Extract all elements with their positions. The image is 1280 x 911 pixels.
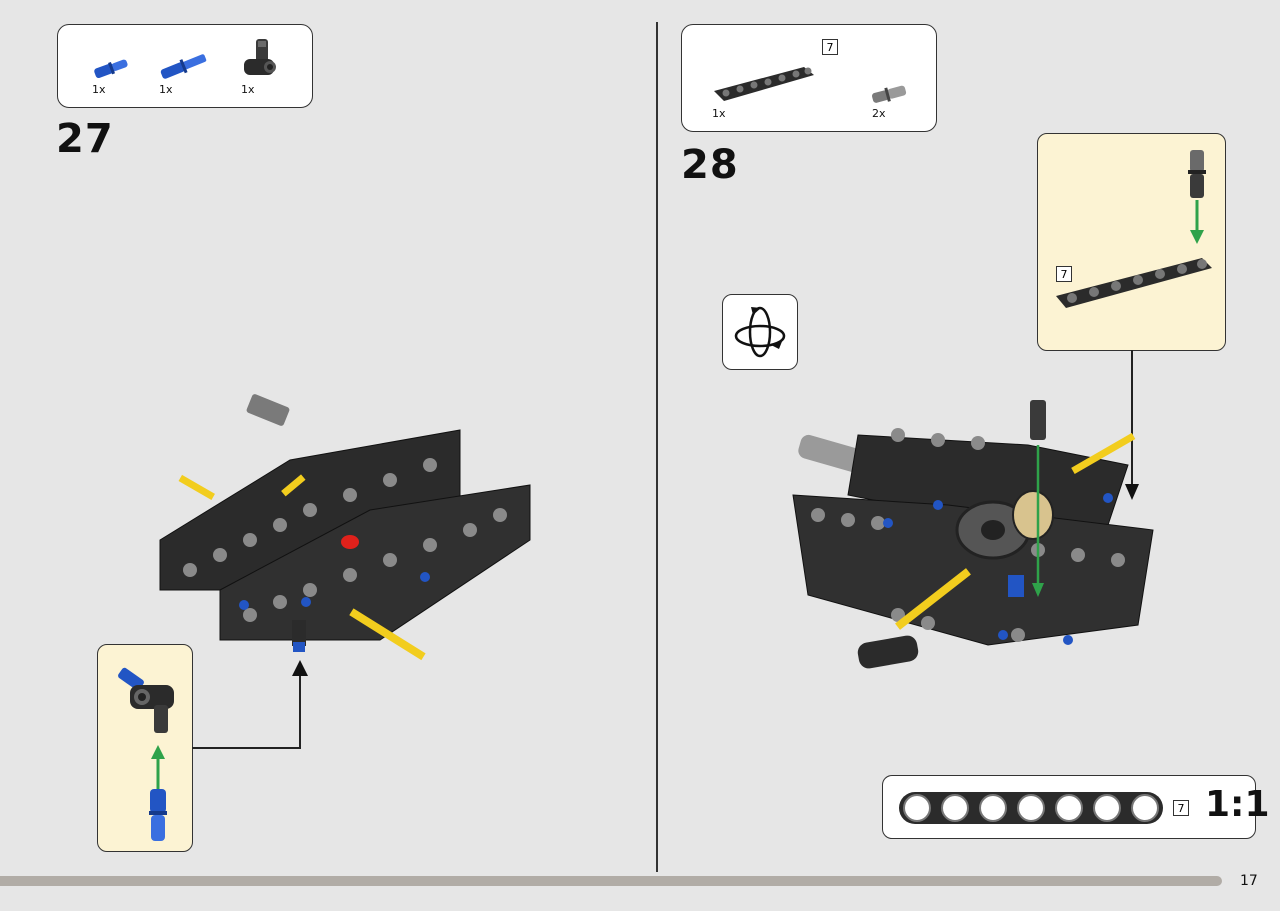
- grey-connector-icon: [1188, 150, 1206, 198]
- angle-connector-icon: [118, 667, 174, 733]
- part-qty: 1x: [92, 83, 106, 96]
- step-number-27: 27: [56, 116, 114, 162]
- callout-pointer-arrow: [1125, 350, 1139, 500]
- blue-axle-pin-icon: [160, 54, 207, 79]
- callout-length-badge: 7: [1056, 266, 1072, 282]
- rotate-icon: [734, 306, 786, 358]
- step-28-model-illustration: [792, 400, 1154, 669]
- scale-label: 1:1: [1205, 784, 1270, 825]
- part-qty: 1x: [241, 83, 255, 96]
- part-qty: 1x: [159, 83, 173, 96]
- page-divider: [656, 22, 658, 872]
- step-number-28: 28: [681, 142, 739, 188]
- part-qty: 1x: [712, 107, 726, 120]
- green-arrow-icon: [151, 745, 165, 795]
- blue-pin-icon: [149, 789, 167, 841]
- angle-connector-icon: [244, 39, 276, 75]
- beam-7-1-to-1-icon: [899, 792, 1163, 824]
- green-arrow-icon: [1190, 200, 1204, 244]
- page-footer-bar: [0, 876, 1222, 886]
- step-27-callout: [97, 644, 193, 852]
- ruler-length-badge: 7: [1173, 800, 1189, 816]
- rotate-model-indicator: [722, 294, 798, 370]
- beam-length-ruler: 7 1:1: [882, 775, 1270, 839]
- callout-pointer-arrow: [192, 660, 308, 749]
- beam-7-icon: [714, 67, 814, 101]
- parts-list-step-28: 7 1x 2x: [681, 24, 937, 132]
- step-28-callout: 7: [1037, 133, 1226, 351]
- grey-connector-icon: [871, 85, 907, 103]
- page-number: 17: [1240, 873, 1258, 889]
- part-qty: 2x: [872, 107, 886, 120]
- beam-7-icon: [1056, 258, 1212, 308]
- part-length-badge: 7: [822, 39, 838, 55]
- parts-list-step-27: 1x 1x 1x: [57, 24, 313, 108]
- blue-pin-icon: [94, 59, 128, 79]
- step-27-model-illustration: [159, 394, 531, 661]
